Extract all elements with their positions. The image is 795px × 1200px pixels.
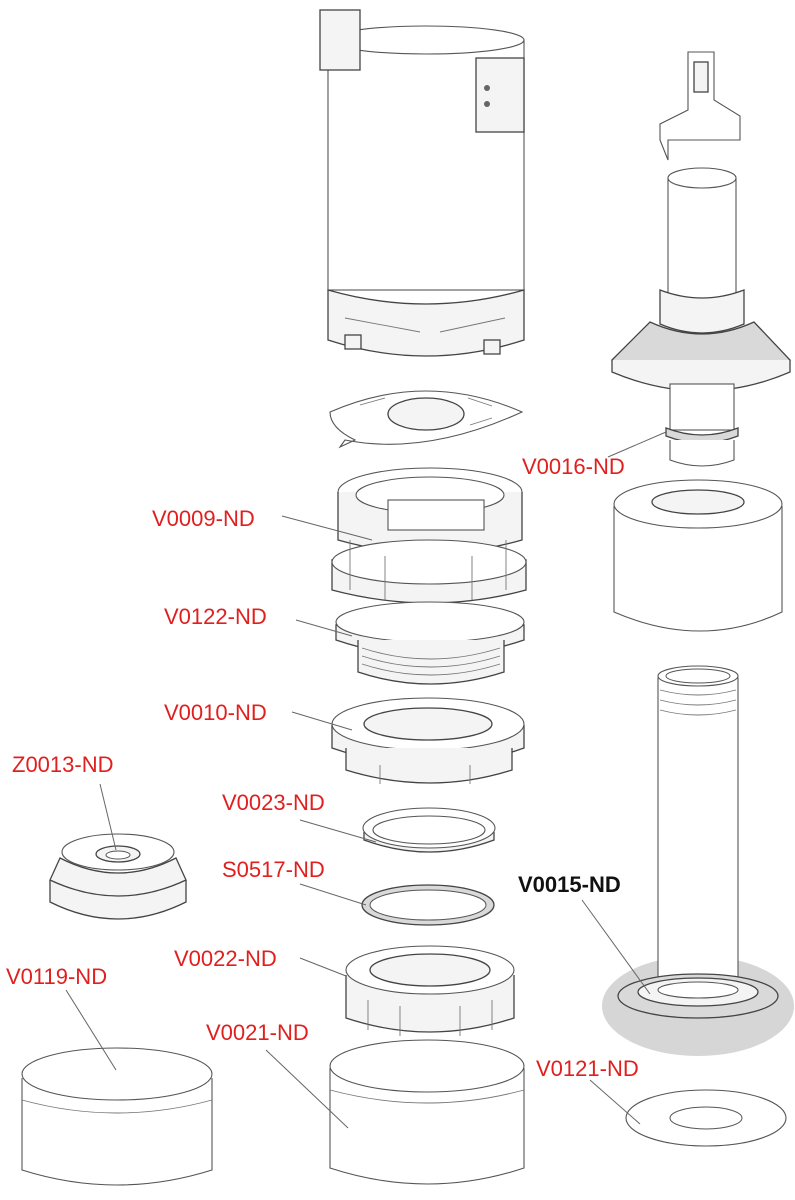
part-v0021-cup xyxy=(329,1039,525,1185)
label-v0015: V0015-ND xyxy=(518,872,621,897)
label-v0021: V0021-ND xyxy=(206,1020,309,1045)
label-v0016: V0016-ND xyxy=(522,454,625,479)
part-v0119-cup xyxy=(21,1047,213,1186)
label-v0122: V0122-ND xyxy=(164,604,267,629)
part-v0121-washer xyxy=(625,1089,787,1147)
part-v0010-nut xyxy=(331,697,525,784)
label-v0119: V0119-ND xyxy=(6,964,107,989)
part-v0016-float-valve xyxy=(610,167,792,467)
float-cup xyxy=(613,479,783,632)
part-v0009-cage xyxy=(331,467,527,604)
label-s0517: S0517-ND xyxy=(222,857,325,882)
part-labels: V0016-ND V0009-ND V0122-ND V0010-ND Z001… xyxy=(6,454,639,1081)
clip-part xyxy=(659,51,741,161)
label-v0023: V0023-ND xyxy=(222,790,325,815)
part-z0013-cap xyxy=(49,833,187,920)
gasket-plate xyxy=(329,390,524,449)
label-z0013: Z0013-ND xyxy=(12,752,113,777)
part-v0022-nut xyxy=(345,945,515,1036)
part-v0015-overflow-pipe xyxy=(602,665,794,1056)
part-v0023-ring xyxy=(362,807,496,853)
part-s0517-oring xyxy=(361,884,495,926)
part-v0122-threaded-body xyxy=(335,601,525,685)
housing-cylinder xyxy=(319,9,525,357)
label-v0010: V0010-ND xyxy=(164,700,267,725)
leader-lines xyxy=(65,431,667,1129)
label-v0121: V0121-ND xyxy=(536,1056,639,1081)
label-v0022: V0022-ND xyxy=(174,946,277,971)
label-v0009: V0009-ND xyxy=(152,506,255,531)
